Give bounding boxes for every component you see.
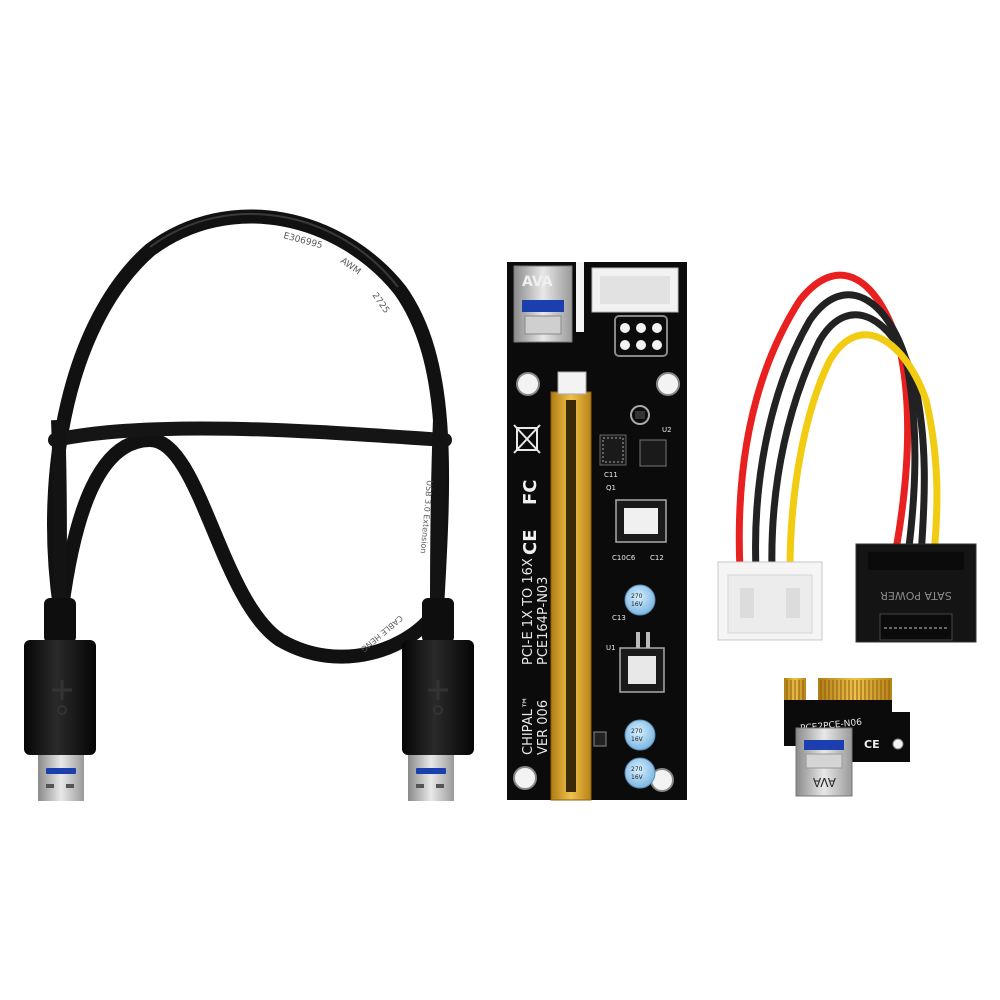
silk-c6: C6 — [626, 554, 636, 562]
sata-power-label: SATA POWER — [880, 589, 952, 602]
svg-text:16V: 16V — [631, 774, 644, 781]
silk-u2: U2 — [662, 426, 672, 434]
cable-cross — [48, 421, 452, 447]
svg-text:270: 270 — [631, 593, 643, 600]
adapter-brand-logo: AVA — [812, 775, 836, 789]
regulator-u2 — [639, 439, 667, 467]
adapter-ce-mark: CE — [864, 738, 880, 751]
usb-ss-logo-right-icon — [428, 680, 448, 715]
mounting-hole-tr — [656, 372, 680, 396]
adapter-usb3-port-icon — [795, 727, 853, 797]
strain-relief-left — [44, 598, 76, 643]
wire-yellow — [786, 331, 941, 574]
riser-model-line-1: PCI-E 1X TO 16X — [521, 558, 536, 665]
cable-loop-outer — [47, 209, 450, 615]
strain-relief-right — [422, 598, 454, 643]
silk-c10: C10 — [612, 554, 626, 562]
svg-text:16V: 16V — [631, 601, 644, 608]
svg-text:270: 270 — [631, 766, 643, 773]
usb-a-plug-left — [38, 755, 84, 801]
usb-a-plug-right — [408, 755, 454, 801]
usb-ss-logo-left-icon — [52, 680, 72, 715]
usb-extension-cable: E306995 AWM 2725 USB 3.0 Extension CABLE… — [24, 209, 474, 801]
silk-c11: C11 — [604, 471, 618, 479]
fcc-mark: FC — [520, 479, 541, 505]
mosfet-block — [615, 499, 667, 543]
mounting-hole-tl — [516, 372, 540, 396]
usb-a-housing-left — [24, 640, 96, 755]
weee-bin-icon — [513, 424, 541, 454]
capacitor-3: 270 16V — [624, 757, 656, 789]
mounting-hole-bl — [513, 766, 537, 790]
small-ic — [593, 731, 607, 747]
svg-text:270: 270 — [631, 728, 643, 735]
ce-mark: CE — [520, 529, 541, 555]
gold-fingers — [784, 678, 892, 702]
riser-version-line: VER 006 — [536, 700, 551, 755]
wire-black-2 — [768, 311, 928, 574]
usb3-port-icon — [513, 265, 573, 343]
capacitor-2: 270 16V — [624, 719, 656, 751]
ic-chip — [599, 434, 627, 466]
silk-c12: C12 — [650, 554, 664, 562]
silk-c13: C13 — [612, 614, 626, 622]
svg-text:16V: 16V — [631, 736, 644, 743]
power-connector-6pin — [591, 267, 679, 357]
capacitor-1: 270 16V — [624, 584, 656, 616]
wire-red — [735, 271, 912, 574]
cable-print-3: 2725 — [370, 291, 391, 315]
riser-model-line-2: PCE164P-N03 — [536, 577, 551, 665]
pcie-x16-slot — [550, 371, 592, 801]
silk-u1: U1 — [606, 644, 616, 652]
molex-connector — [717, 561, 823, 641]
sata-power-connector: SATA POWER — [855, 543, 977, 643]
pcie-riser-board: AVA FC C — [507, 262, 687, 801]
transistor-q1 — [630, 405, 650, 425]
voltage-regulator — [619, 632, 665, 693]
riser-brand-line: CHIPAL™ — [521, 696, 536, 755]
sata-to-molex-power-cable: SATA POWER — [717, 271, 977, 643]
silk-q1: Q1 — [606, 484, 616, 492]
pcie-x1-adapter-card: PCE2PCE-N06 CE AVA — [784, 678, 910, 797]
cable-loop-inner — [55, 432, 444, 664]
riser-brand-logo: AVA — [522, 274, 553, 290]
wire-black-1 — [752, 291, 919, 574]
